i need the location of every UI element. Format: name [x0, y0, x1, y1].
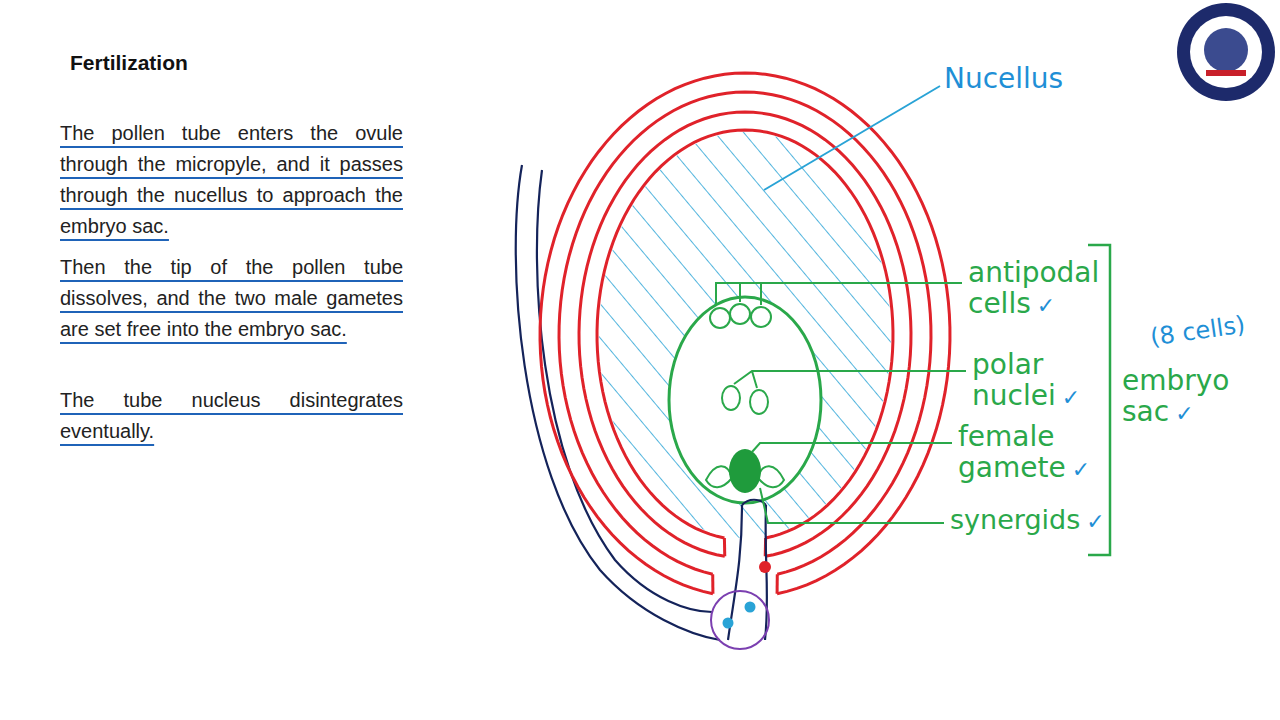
nucellus-hatching [590, 120, 900, 550]
paragraph: Then the tip of the pollen tube dissolve… [60, 252, 403, 345]
part-label: female gamete✓ [958, 422, 1088, 484]
part-label: polar nuclei✓ [972, 350, 1092, 412]
check-mark: ✓ [1072, 457, 1090, 482]
embryo-sac [669, 297, 821, 503]
male-gamete [723, 618, 734, 629]
part-label: antipodal cells✓ [968, 258, 1118, 320]
leader-lines [716, 86, 1110, 555]
check-mark: ✓ [1086, 509, 1104, 534]
slide-title: Fertilization [70, 51, 188, 75]
paragraph: The pollen tube enters the ovule through… [60, 118, 403, 242]
check-mark: ✓ [1175, 401, 1193, 426]
part-label: embryo sac✓ [1122, 366, 1232, 428]
annotation: (8 cells) [1149, 311, 1247, 350]
highlight-circle [711, 591, 769, 649]
male-gamete [745, 602, 756, 613]
logo [1177, 3, 1275, 101]
check-mark: ✓ [1062, 385, 1080, 410]
tube-nucleus [759, 561, 771, 573]
part-label: synergids✓ [950, 505, 1105, 535]
integument [540, 73, 950, 594]
paragraph: The tube nucleus disintegrates eventuall… [60, 385, 403, 447]
part-label: Nucellus [944, 64, 1063, 95]
check-mark: ✓ [1037, 293, 1055, 318]
